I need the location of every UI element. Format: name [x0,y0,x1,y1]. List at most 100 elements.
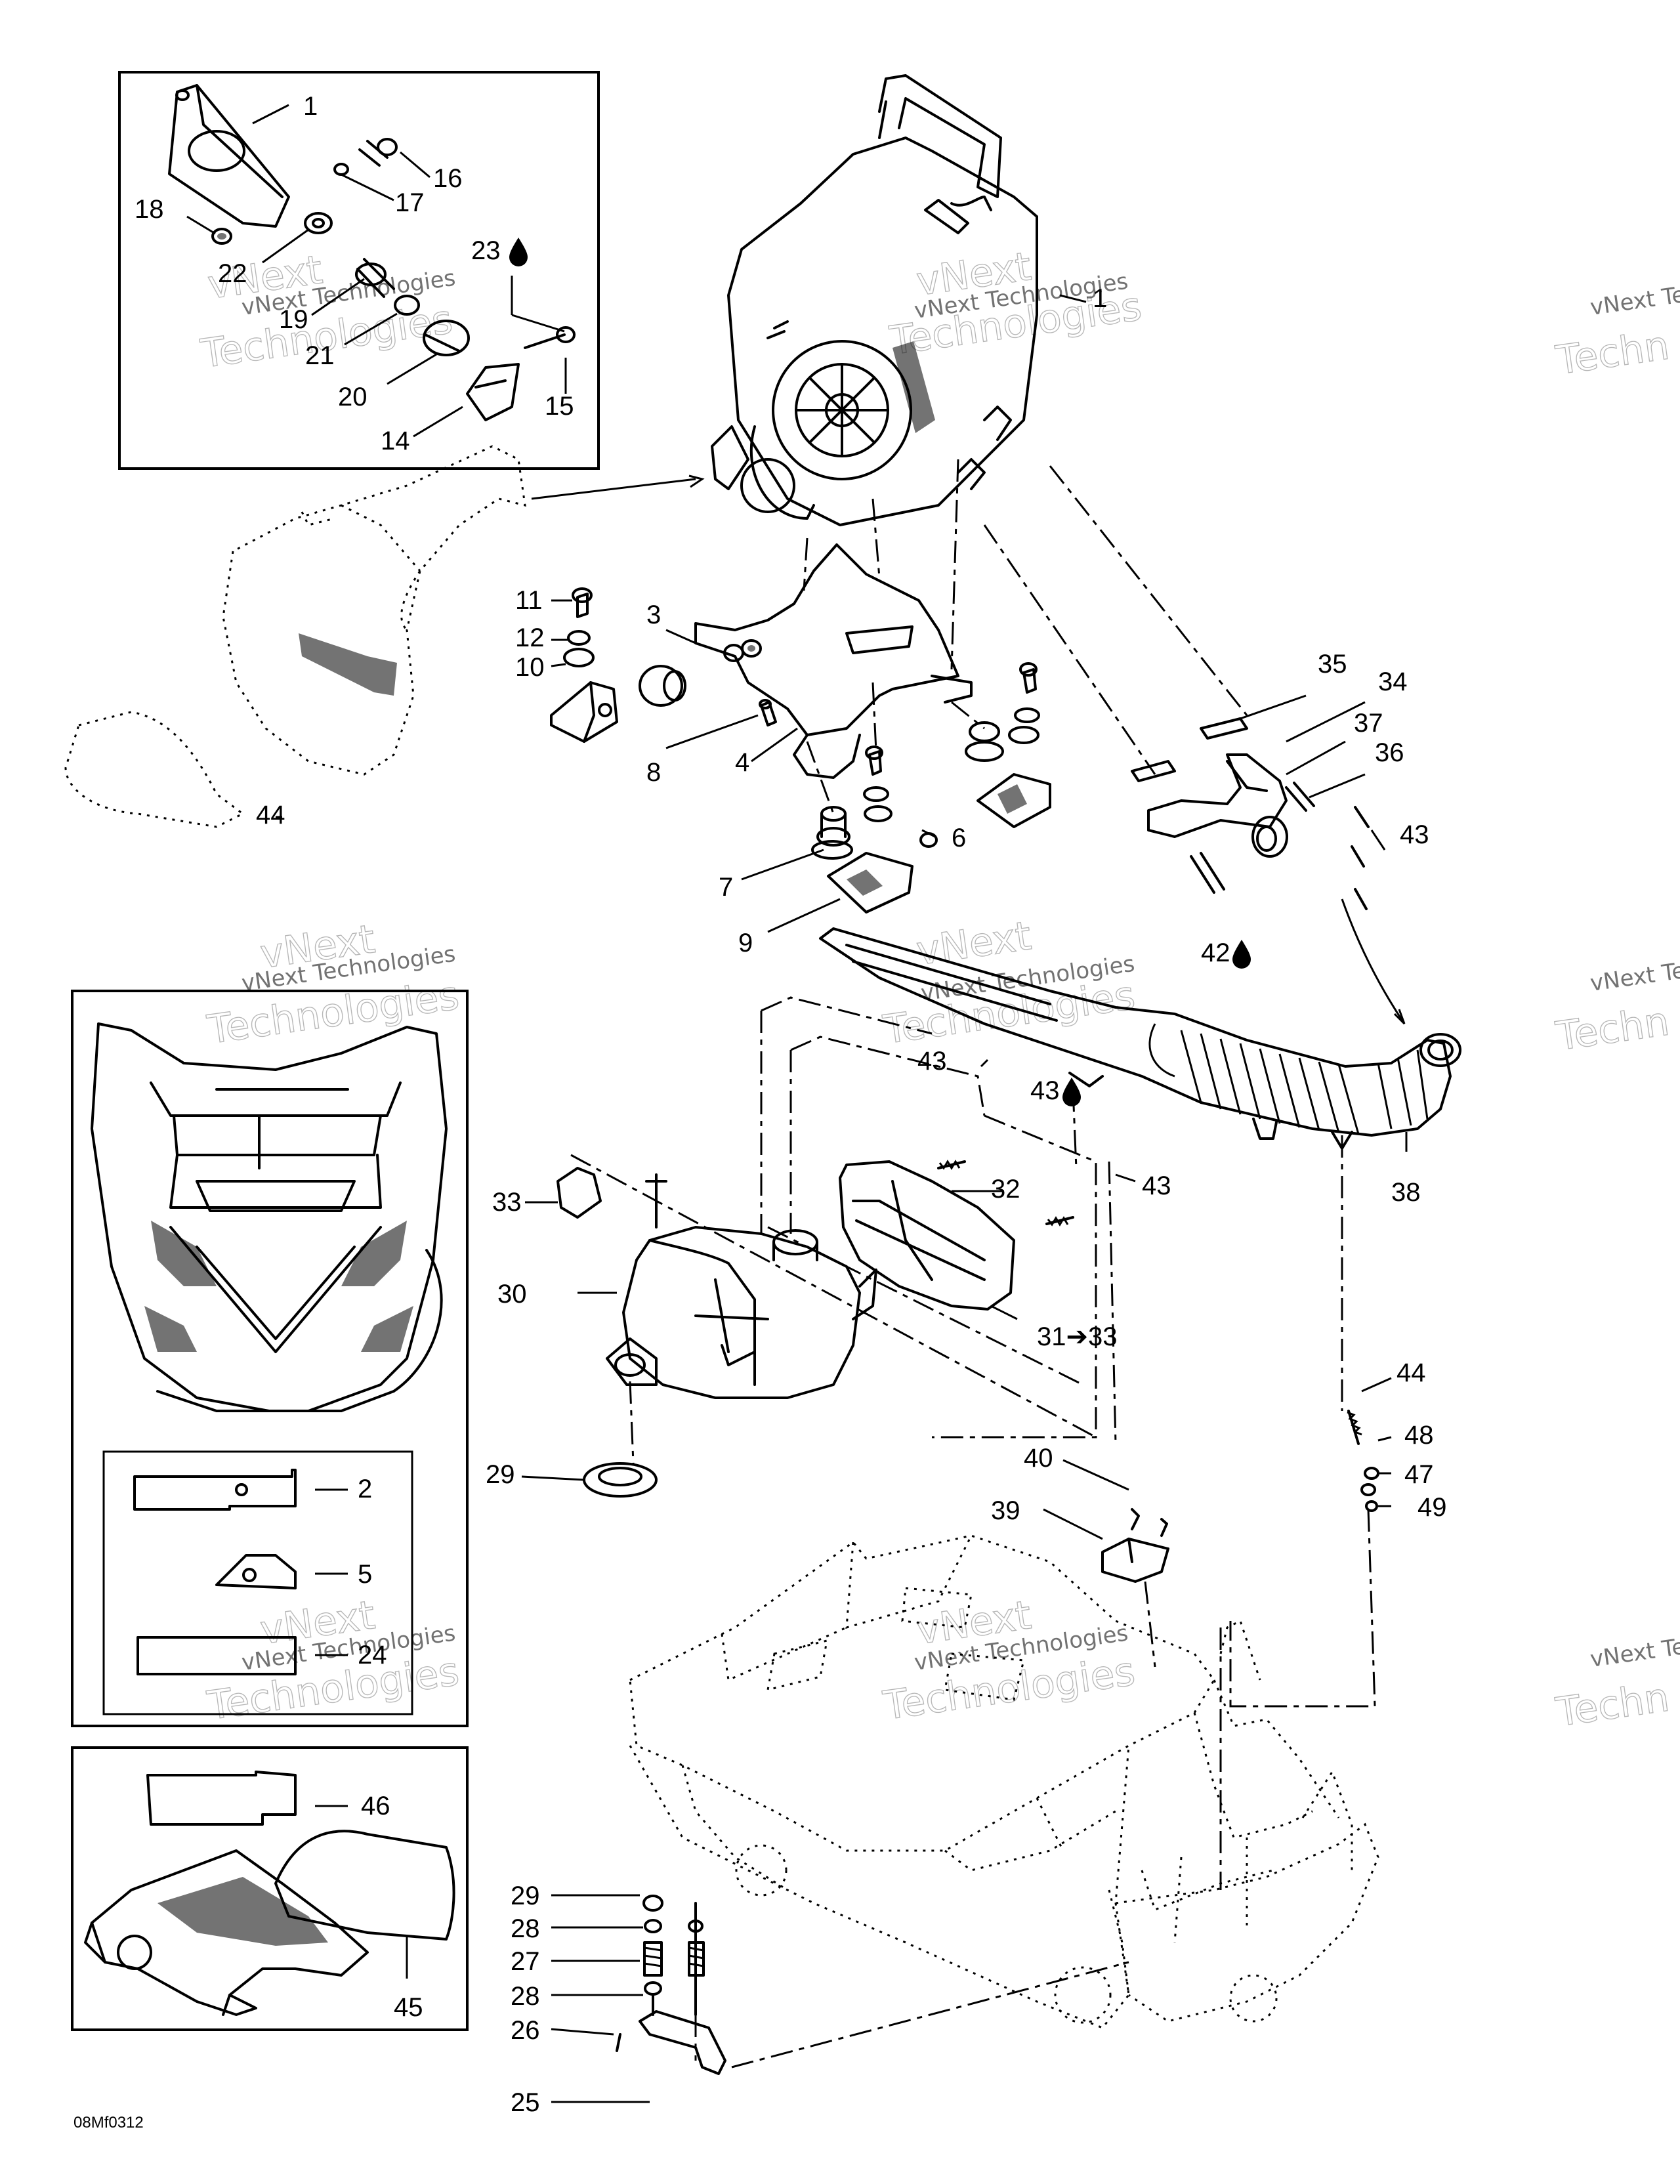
callout-5: 5 [358,1560,372,1589]
callout-19: 19 [279,305,308,334]
callout-35: 34 [1378,667,1408,696]
grommet-30 [583,1462,658,1498]
callout-9: 9 [738,929,753,957]
callout-27: 27 [511,1947,540,1976]
springs-33 [937,1160,1074,1227]
callout-43-pipe: 43 [917,1047,947,1076]
springs-47-49 [1347,1410,1379,1512]
callout-3: 3 [646,600,661,629]
callout-44: 44 [256,801,285,830]
callout-34: 33 [492,1188,522,1217]
rubber-mount-front-right [965,662,1051,828]
callout-47: 47 [1404,1460,1434,1489]
alignment-lines [570,459,1406,2068]
rubber-mount-rear [811,746,938,914]
inset-box-hood-parts [71,990,469,1727]
callout-15: 15 [545,392,574,421]
air-intake-silencer [64,445,526,828]
stud-8 [759,699,777,726]
callout-45: 45 [394,1993,423,2022]
callout-43-pipe-right: 43 [1142,1171,1171,1200]
callout-17: 17 [395,188,425,217]
callout-8: 8 [646,758,661,787]
callout-36: 35 [1318,650,1347,679]
callout-14: 14 [381,427,410,455]
windshield-45 [274,1830,455,1941]
bolt-15 [524,326,576,349]
callout-23: 23 [471,236,501,265]
nut-pair [723,639,762,662]
damper-mount [639,665,686,707]
callout-39: 38 [1391,1178,1421,1207]
callout-20: 20 [338,383,368,411]
exhaust-manifold [1131,717,1370,910]
leader-lines [186,104,1408,2103]
callout-49: 49 [1418,1493,1447,1522]
callout-29: 29 [511,1881,540,1910]
callout-42-manifold: 42 [1201,938,1230,967]
watermark-edge-6: Techn [1553,1675,1671,1736]
callout-24: 24 [358,1641,387,1670]
callout-10: 10 [515,653,545,682]
arrow-icon [688,474,705,488]
bracket-13 [168,84,290,228]
callout-11: 11 [515,586,543,615]
callout-48: 48 [1404,1421,1434,1450]
callout-2: 2 [358,1475,372,1503]
drop-icon [509,238,1251,1106]
belly-pan [84,1849,369,2016]
callout-28b: 28 [511,1982,540,2011]
mount-11-12-10 [550,587,618,743]
callout-32: 31➔33 [1037,1322,1118,1351]
callout-labels: 1 16 17 18 22 19 21 20 14 15 23 1 11 12 … [135,92,1447,2117]
callout-46: 46 [361,1792,390,1820]
decal-box [102,1450,413,1715]
callout-31-33: 30 [497,1280,527,1309]
decal-5 [215,1554,297,1589]
callout-1: 1 [1093,284,1107,313]
heat-shield-32 [839,1160,1015,1311]
callout-37: 36 [1375,738,1404,767]
drawing-code: 08Mf0312 [74,2114,144,2132]
callout-40: 39 [991,1496,1020,1525]
callout-18: 18 [135,195,164,224]
callout-28a: 28 [511,1914,540,1943]
watermark-edge-1: vNext Te [1589,282,1680,321]
engine-lower-mount [616,1895,726,2075]
engine-support-bracket [694,543,973,779]
callout-16: 16 [433,164,463,193]
plate-14 [466,363,520,421]
callout-25: 25 [511,2088,540,2117]
decal-2 [133,1469,297,1511]
engine-assembly [711,74,1038,526]
callout-13: 1 [303,92,318,121]
callout-30: 29 [486,1460,515,1489]
muffler [556,1167,877,1399]
nut-18 [211,228,232,245]
callout-43-manifold: 43 [1400,820,1429,849]
callout-38: 37 [1354,709,1383,738]
bracket-40 [1101,1508,1169,1583]
callout-4: 4 [735,748,749,777]
sleeve-19 [355,258,395,298]
bolt-16-washer-17 [333,138,398,176]
callout-21: 21 [305,341,335,370]
decal-24 [136,1636,297,1675]
callout-22: 22 [218,259,247,288]
watermark-edge-4: Techn [1553,999,1671,1060]
callout-42-pipe: 43 [1030,1076,1060,1105]
callout-7: 7 [719,873,733,902]
chassis-frame [629,1534,1379,2029]
callout-43-bottom: 44 [1396,1358,1426,1387]
callout-41: 40 [1024,1444,1053,1473]
washer-21 [394,295,420,316]
watermark-big-7: vNext [914,913,1034,975]
watermark-edge-3: vNext Te [1589,957,1680,997]
watermark-edge-2: Techn [1553,323,1671,384]
hood [91,1022,448,1412]
cap-20 [423,320,470,356]
watermark-edge-5: vNext Te [1589,1633,1680,1673]
tuned-pipe [819,927,1461,1150]
callout-26: 26 [511,2016,540,2045]
